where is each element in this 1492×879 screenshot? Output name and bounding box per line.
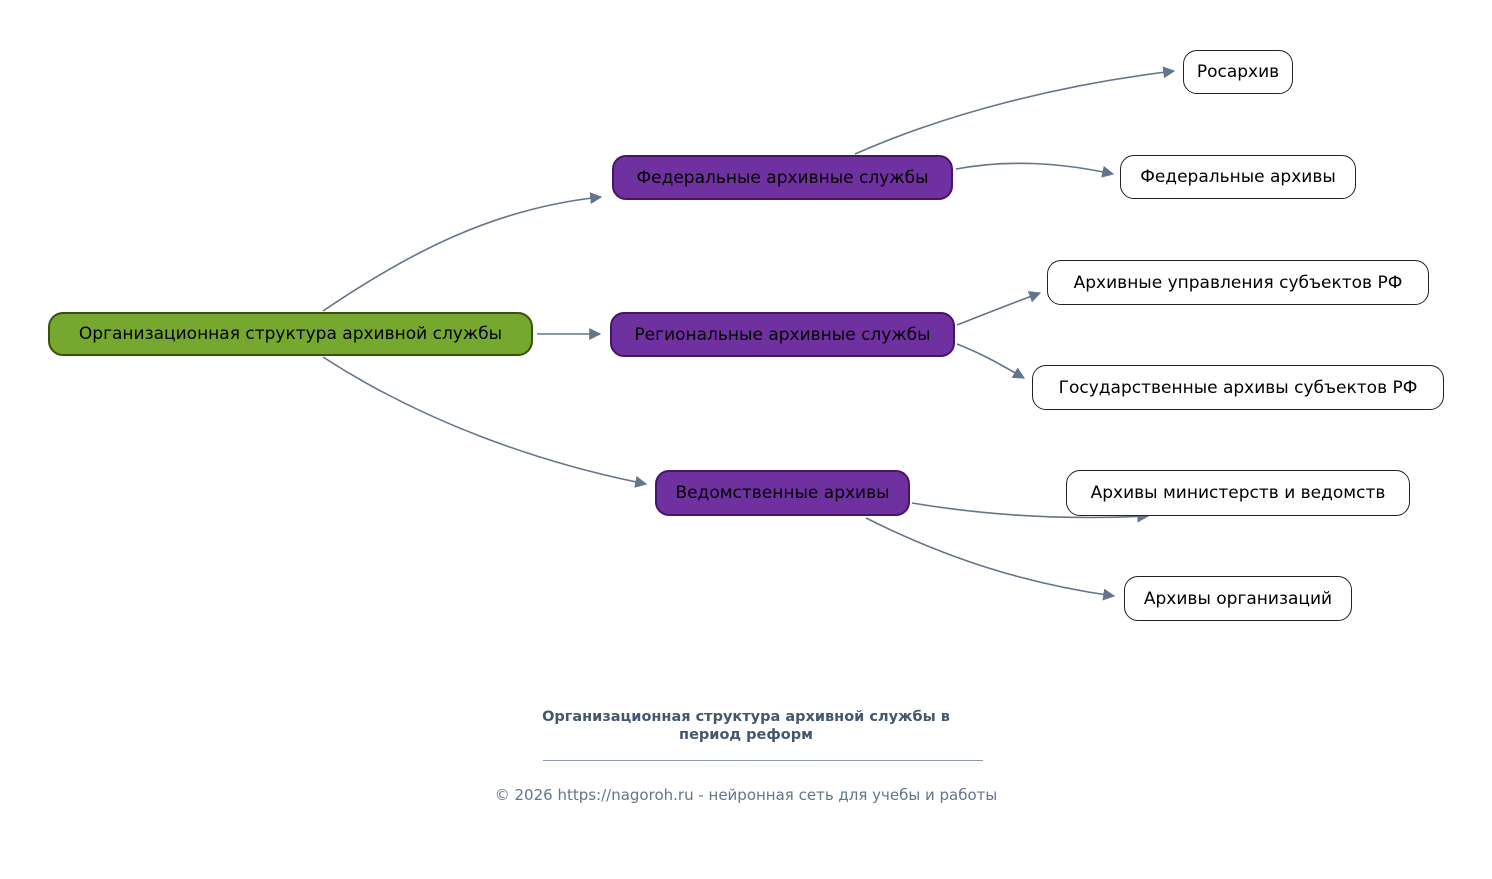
node-regional-services: Региональные архивные службы bbox=[610, 312, 955, 357]
node-state-archives-label: Государственные архивы субъектов РФ bbox=[1058, 377, 1418, 398]
node-root: Организационная структура архивной служб… bbox=[48, 312, 533, 356]
arrow-root-to-federal-services bbox=[322, 192, 603, 312]
node-rosarkhiv: Росархив bbox=[1183, 50, 1293, 94]
node-state-archives: Государственные архивы субъектов РФ bbox=[1032, 365, 1444, 410]
node-archival-departments-label: Архивные управления субъектов РФ bbox=[1073, 272, 1403, 293]
node-ministry-archives-label: Архивы министерств и ведомств bbox=[1090, 483, 1386, 503]
footer-title-line1: Организационная структура архивной служб… bbox=[542, 709, 950, 725]
footer-title: Организационная структура архивной служб… bbox=[0, 708, 1492, 744]
node-departmental-archives: Ведомственные архивы bbox=[655, 470, 910, 516]
node-federal-archives: Федеральные архивы bbox=[1120, 155, 1356, 199]
node-organization-archives-label: Архивы организаций bbox=[1143, 588, 1333, 609]
node-archival-departments: Архивные управления субъектов РФ bbox=[1047, 260, 1429, 305]
node-federal-services: Федеральные архивные службы bbox=[612, 155, 953, 200]
node-federal-services-label: Федеральные архивные службы bbox=[636, 167, 929, 188]
arrow-regional-services-to-archival-departments bbox=[956, 291, 1042, 326]
node-organization-archives: Архивы организаций bbox=[1124, 576, 1352, 621]
divider-line bbox=[543, 760, 983, 761]
footer-copyright: © 2026 https://nagoroh.ru - нейронная се… bbox=[494, 786, 998, 804]
arrow-regional-services-to-state-archives bbox=[956, 343, 1026, 379]
arrow-root-to-departmental-archives bbox=[322, 356, 648, 488]
arrow-federal-services-to-rosarkhiv bbox=[854, 66, 1176, 155]
arrow-federal-services-to-federal-archives bbox=[955, 162, 1115, 178]
node-rosarkhiv-label: Росархив bbox=[1196, 62, 1280, 82]
node-federal-archives-label: Федеральные архивы bbox=[1140, 167, 1336, 187]
node-regional-services-label: Региональные архивные службы bbox=[634, 324, 931, 345]
footer-title-line2: период реформ bbox=[679, 727, 813, 743]
node-ministry-archives: Архивы министерств и ведомств bbox=[1066, 470, 1410, 516]
node-root-label: Организационная структура архивной служб… bbox=[78, 324, 503, 344]
node-departmental-archives-label: Ведомственные архивы bbox=[675, 483, 890, 503]
arrow-departmental-to-organization-archives bbox=[865, 517, 1116, 601]
